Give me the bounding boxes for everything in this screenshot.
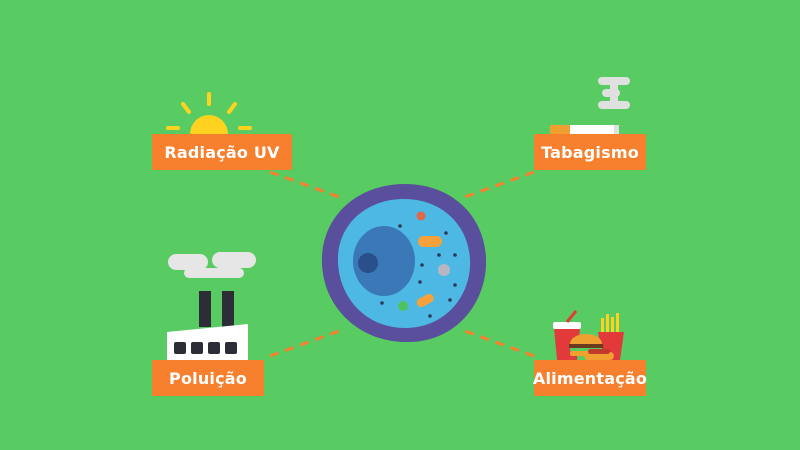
sun-icon — [166, 92, 252, 134]
cell-icon — [321, 184, 487, 343]
mitochondrion-top — [418, 236, 442, 247]
ribosomes — [380, 224, 457, 318]
label-uv-radiation: Radiação UV — [152, 134, 292, 170]
vesicle-gray — [438, 264, 450, 276]
connectors — [269, 170, 535, 358]
connector-uv — [269, 170, 343, 200]
connector-food — [461, 328, 535, 358]
label-pollution: Poluição — [152, 360, 264, 396]
cell-nucleus — [353, 226, 415, 296]
connector-pollution — [269, 328, 343, 358]
mitochondrion-bottom — [416, 293, 434, 308]
connector-smoking — [461, 170, 535, 200]
label-smoking: Tabagismo — [534, 134, 646, 170]
label-food: Alimentação — [533, 360, 647, 396]
organelle-red — [416, 211, 426, 221]
fast-food-icon — [553, 310, 624, 360]
factory-icon — [167, 252, 256, 360]
vesicle-green — [398, 301, 408, 311]
cell-nucleolus — [358, 253, 378, 273]
cigarette-icon — [550, 77, 630, 134]
